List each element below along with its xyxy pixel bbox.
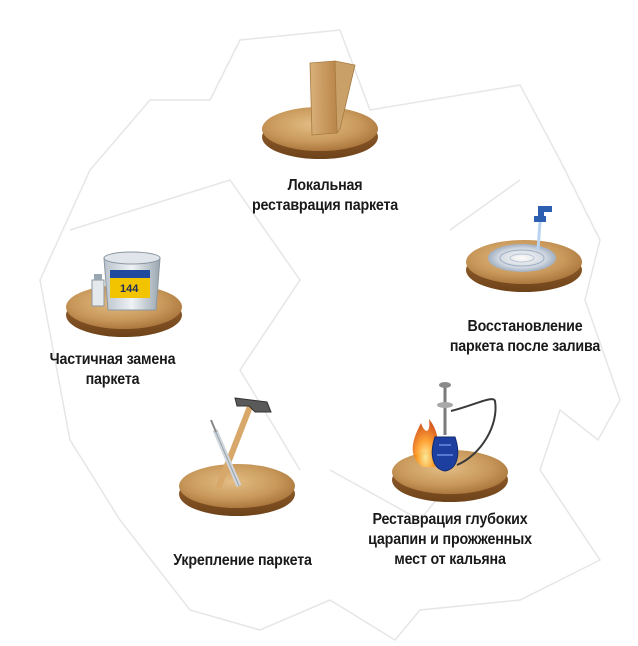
label-partial-replacement: Частичная замена паркета: [27, 350, 197, 390]
svg-text:144: 144: [120, 283, 139, 295]
label-strengthening: Укрепление паркета: [148, 551, 337, 571]
hookah-fire-icon: [385, 375, 515, 510]
wood-planks-icon: [255, 55, 385, 165]
label-scratch-restoration: Реставрация глубоких царапин и прожженны…: [353, 510, 546, 570]
hammer-syringe-icon: [175, 390, 305, 525]
label-local-restoration: Локальная реставрация паркета: [233, 176, 417, 216]
glue-bucket-icon: 144: [60, 240, 190, 345]
water-faucet-icon: [462, 200, 592, 310]
label-flood-recovery: Восстановление паркета после залива: [428, 317, 621, 357]
